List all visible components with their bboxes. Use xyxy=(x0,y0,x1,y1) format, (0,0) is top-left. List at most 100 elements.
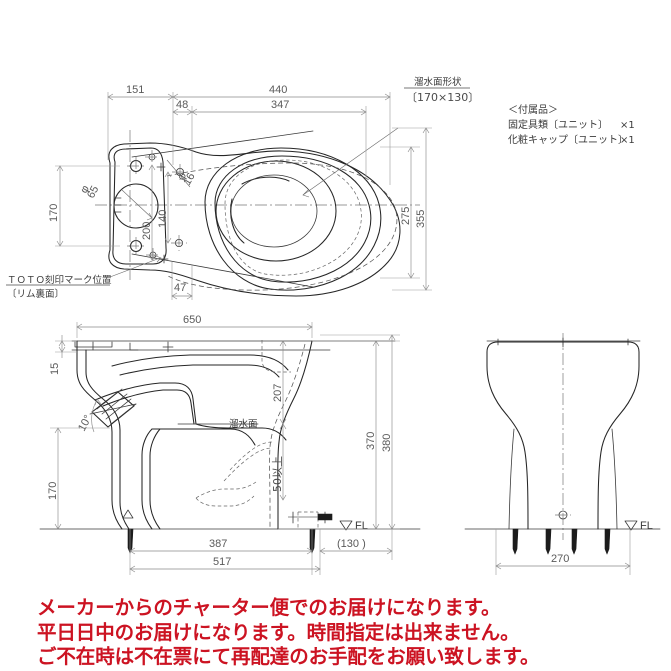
angle-arrow-10 xyxy=(94,398,102,406)
side-rim-top2 xyxy=(119,364,280,378)
rim-hidden-envelope xyxy=(166,162,398,291)
delivery-notice: メーカーからのチャーター便でのお届けになります。 平日日中のお届けになります。時… xyxy=(37,596,671,670)
tank-mount-plate xyxy=(112,147,167,265)
front-body-outline xyxy=(486,341,640,530)
dim-15-text: 15 xyxy=(49,363,61,375)
dim-387: 387 xyxy=(129,538,313,555)
seat-rim-outer xyxy=(204,147,382,291)
dim-50-min: 50以上 xyxy=(271,423,287,501)
accessory-0-qty: ×1 xyxy=(620,120,635,131)
dim-650: 650 xyxy=(76,314,313,331)
water-surface-shape-label: 溜水面形状 xyxy=(414,76,462,88)
dim-517: 517 xyxy=(129,556,321,573)
dim-440-text: 440 xyxy=(269,84,287,96)
dim-170-side: 170 xyxy=(47,427,110,530)
plan-construct-bottom xyxy=(131,253,314,288)
water-surface-leader xyxy=(302,127,399,196)
plan-view: 65 φ 16 φ 溜水面形状 〔170×130〕 xyxy=(6,76,479,300)
dim-15: 15 xyxy=(49,335,77,375)
water-surface-ellipse-outer xyxy=(215,160,337,262)
dim-170-plan-text: 170 xyxy=(48,204,60,222)
dim-170-side-text: 170 xyxy=(47,482,59,500)
toto-mark-label: ＴＯＴＯ刻印マーク位置 xyxy=(7,274,112,286)
plan-left-ticks xyxy=(114,197,122,213)
side-trap-bottom-hidden2 xyxy=(195,495,255,507)
water-surface-ellipse-inner xyxy=(241,176,290,185)
front-body-outline-left xyxy=(486,351,529,530)
toto-mark-arrow xyxy=(155,255,162,263)
side-trap-bottom-hidden xyxy=(195,481,257,499)
front-fl-label: FL xyxy=(640,520,653,532)
dim-130: (130 ) xyxy=(319,538,393,555)
side-flange-step xyxy=(129,342,139,351)
front-inner-left xyxy=(508,428,515,530)
tank-fixing-holes xyxy=(127,157,145,255)
dim-200-text: 200 xyxy=(141,222,153,240)
dim-270: 270 xyxy=(495,553,631,570)
side-ribs xyxy=(89,388,137,428)
side-bowl-base xyxy=(151,428,256,446)
side-body-profile-inner xyxy=(85,349,130,530)
delivery-notice-line-3: ご不在時は不在票にて再配達のお手配をお願い致します。 xyxy=(37,645,540,668)
side-seat-shelf xyxy=(94,382,197,425)
dim-dia-65-text: 65 xyxy=(85,184,101,200)
front-fl-symbol: FL xyxy=(624,520,653,532)
water-surface-leader-arrow xyxy=(302,189,310,198)
dim-650-text: 650 xyxy=(183,314,201,326)
accessory-1-label: 化粧キャップ〔ユニット〕 xyxy=(508,133,628,146)
accessories-note: ＜付属品＞ 固定具類〔ユニット〕 ×1 化粧キャップ〔ユニット〕 ×1 xyxy=(508,103,635,146)
front-bolt-center xyxy=(555,510,571,520)
side-view: FL xyxy=(39,314,421,575)
side-base-arrow xyxy=(122,509,134,519)
front-inner-right xyxy=(611,428,618,530)
dim-270-text: 270 xyxy=(551,553,569,565)
dim-347: 347 xyxy=(191,99,367,116)
water-surface-ellipse-inner2 xyxy=(230,198,245,244)
side-fl-symbol: FL xyxy=(339,520,368,532)
water-surface-size-label: 〔170×130〕 xyxy=(406,91,479,104)
dim-387-text: 387 xyxy=(209,538,227,550)
side-water-surface-label: 溜水面 xyxy=(229,418,258,430)
front-anchor-bolts xyxy=(512,528,611,555)
dim-200: 200 xyxy=(141,164,156,261)
dim-275: 275 xyxy=(400,146,415,279)
side-flange-detail xyxy=(74,341,113,348)
dia-symbol-65: φ xyxy=(78,183,92,195)
side-body-profile xyxy=(76,340,123,530)
accessories-heading: ＜付属品＞ xyxy=(508,103,558,116)
plan-cross-marks xyxy=(156,162,169,264)
dim-48-text: 48 xyxy=(176,99,188,111)
accessory-0-label: 固定具類〔ユニット〕 xyxy=(508,119,608,131)
dim-dia-16-text: 16 xyxy=(181,171,198,188)
plan-construct-top xyxy=(131,130,314,158)
side-bowl-wall2 xyxy=(149,428,161,530)
dim-47-text: 47 xyxy=(174,282,186,294)
dim-207-text: 207 xyxy=(272,384,284,402)
water-surface-inner-ring xyxy=(230,174,318,248)
dia-65-leader xyxy=(121,189,153,219)
accessory-1-qty: ×1 xyxy=(620,135,635,146)
dia-16-leader xyxy=(166,159,191,188)
dim-440: 440 xyxy=(172,84,391,101)
bowl-outer-outline xyxy=(108,142,401,297)
delivery-notice-line-1: メーカーからのチャーター便でのお届けになります。 xyxy=(37,596,501,619)
toto-mark-leader xyxy=(109,257,161,278)
bowl-inner-hidden xyxy=(224,159,362,276)
side-trap-hidden2 xyxy=(223,447,273,482)
side-fl-label: FL xyxy=(355,520,368,532)
dim-140: 140 xyxy=(157,171,172,244)
tank-alignment-marks xyxy=(145,150,160,262)
side-bowl-wall xyxy=(141,428,153,530)
dim-380-text: 380 xyxy=(381,434,393,452)
seat-bolt-holes xyxy=(171,164,188,251)
dim-151-text: 151 xyxy=(126,84,144,96)
outlet-hole-65 xyxy=(113,183,159,229)
side-outlet-hidden xyxy=(261,340,291,373)
toto-mark-sublabel: 〔リム裏面〕 xyxy=(7,288,64,300)
side-pedestal-hidden xyxy=(269,343,306,528)
side-center-tick xyxy=(162,341,174,353)
dim-48: 48 xyxy=(172,99,193,116)
dim-355-text: 355 xyxy=(415,210,427,228)
